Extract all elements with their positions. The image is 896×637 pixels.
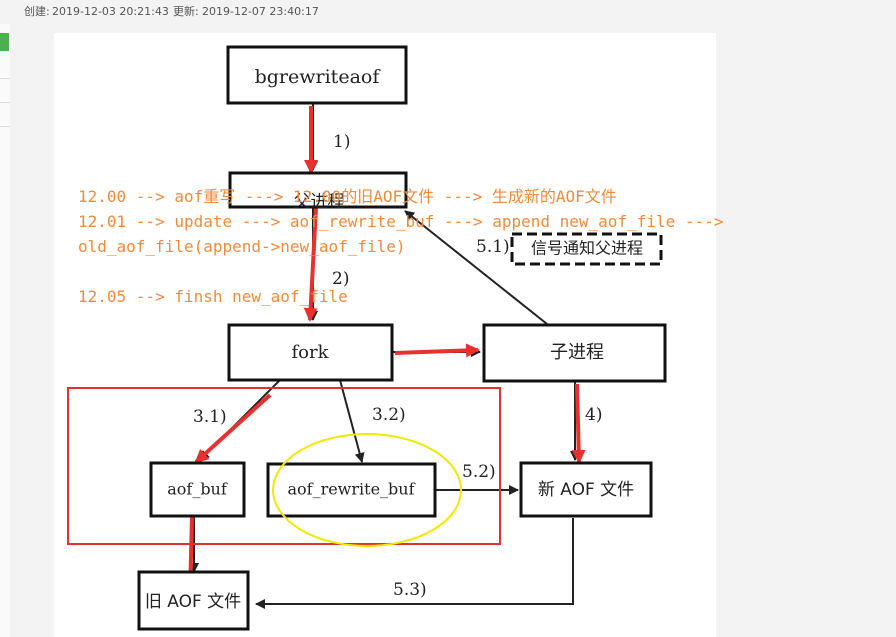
node-aof-buf: aof_buf <box>167 480 228 499</box>
left-divider <box>0 102 10 103</box>
highlight-ellipse <box>272 433 462 547</box>
annotation-notes: 12.00 --> aof重写 ---> 12.00的旧AOF文件 ---> 生… <box>78 187 723 306</box>
step-label-5-1: 5.1) <box>476 237 510 257</box>
updated-value: 2019-12-07 23:40:17 <box>202 5 319 18</box>
node-aof-rewrite-buf: aof_rewrite_buf <box>287 480 415 499</box>
annotation-line: 12.00 --> aof重写 ---> 12.00的旧AOF文件 ---> 生… <box>78 187 617 206</box>
annotation-line: old_aof_file(append->new_aof_file) <box>78 237 406 256</box>
node-bgrewriteaof: bgrewriteaof <box>255 66 382 88</box>
node-child-process: 子进程 <box>550 342 604 363</box>
node-parent-process: 父进程 <box>294 192 345 212</box>
left-divider <box>0 126 10 127</box>
created-value: 2019-12-03 20:21:43 <box>52 5 169 18</box>
step-label-2: 2) <box>332 269 349 289</box>
step-label-5-3: 5.3) <box>393 580 427 600</box>
step-label-3-1: 3.1) <box>193 407 227 427</box>
step-label-5-2: 5.2) <box>462 462 496 482</box>
left-active-marker <box>0 33 9 51</box>
created-label: 创建: <box>24 5 50 18</box>
step-label-1: 1) <box>333 132 350 152</box>
left-divider <box>0 78 10 79</box>
node-boxes <box>137 45 667 631</box>
right-empty-area <box>716 24 896 637</box>
annotation-line: 12.05 --> finsh new_aof_file <box>78 287 348 306</box>
left-sidebar-strip <box>0 24 10 637</box>
node-fork: fork <box>291 342 329 363</box>
step-label-4: 4) <box>585 405 602 425</box>
node-signal-parent: 信号通知父进程 <box>531 239 643 258</box>
metadata-bar: 创建: 2019-12-03 20:21:43 更新: 2019-12-07 2… <box>0 0 896 24</box>
node-new-aof-file: 新 AOF 文件 <box>538 480 634 500</box>
highlight-rectangle <box>67 387 501 545</box>
step-label-3-2: 3.2) <box>372 405 406 425</box>
updated-label: 更新: <box>173 5 199 18</box>
node-old-aof-file: 旧 AOF 文件 <box>145 592 241 612</box>
annotation-line: 12.01 --> update ---> aof_rewrite_buf --… <box>78 212 723 231</box>
